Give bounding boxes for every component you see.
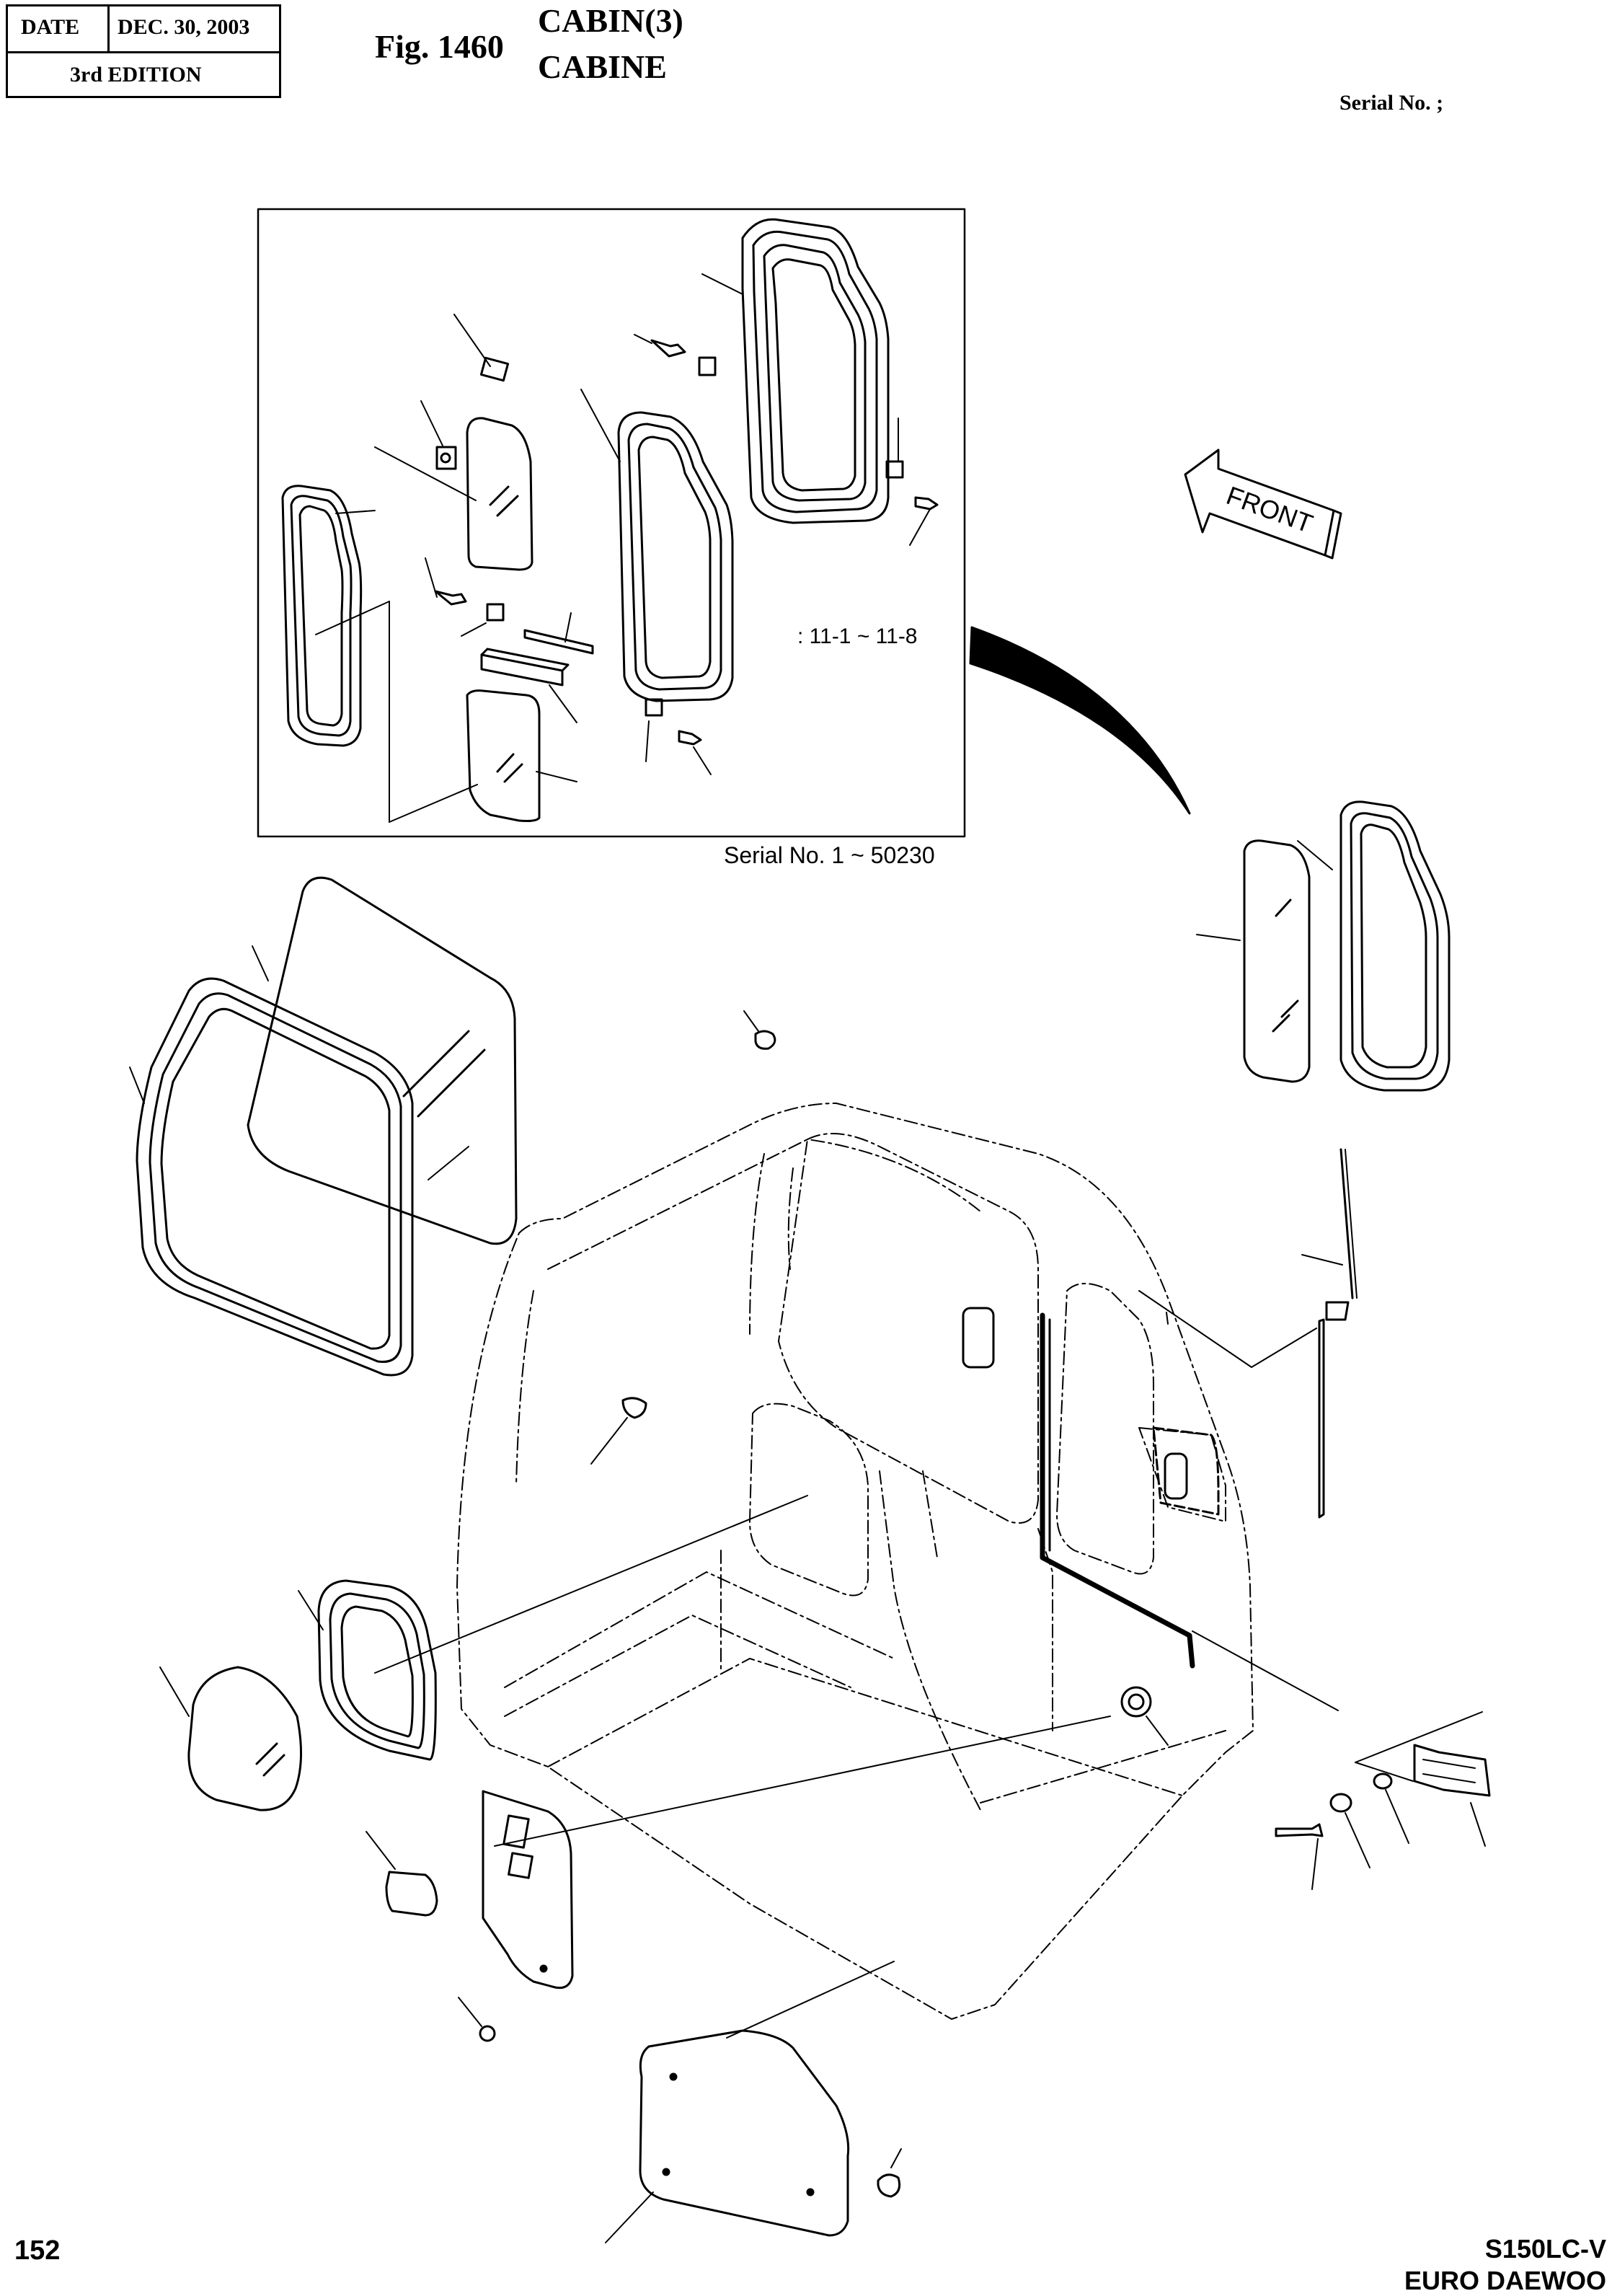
cable-grommet (1120, 1686, 1152, 1718)
detail-pointer-arrow (969, 626, 1191, 815)
edition-label: 3rd EDITION (70, 63, 202, 87)
inset-frame (257, 208, 966, 838)
front-window-rubber (136, 977, 414, 1377)
header-divider-vertical (107, 6, 110, 51)
figure-title-fr: CABINE (538, 48, 667, 85)
inset-small-glass (466, 417, 533, 571)
inset-serial-range: Serial No. 1 ~ 50230 (724, 842, 935, 868)
interior-lamp (962, 1307, 995, 1369)
rear-cover-plate (482, 1790, 574, 1990)
page-number: 152 (14, 2235, 61, 2266)
header-box: DATE DEC. 30, 2003 3rd EDITION (6, 4, 281, 98)
inset-leaders (315, 273, 931, 823)
inset-bars (480, 629, 594, 686)
right-window-rubber (1339, 800, 1451, 1092)
model-name: S150LC-V (1484, 2234, 1606, 2264)
inset-fasteners (434, 339, 939, 746)
inset-window-rubber-large (741, 218, 890, 524)
right-window-glass (1243, 839, 1311, 1083)
front-arrow (1184, 449, 1342, 560)
side-switch-panel (1152, 1426, 1220, 1516)
header-divider-horizontal (8, 51, 279, 53)
rear-lamp-cover (385, 1871, 438, 1917)
front-glass (247, 876, 518, 1245)
lock-leaders (1192, 1630, 1486, 1890)
cabin-body (456, 1103, 1254, 2020)
figure-title-en: CABIN(3) (538, 2, 683, 39)
rear-screw (479, 2025, 496, 2042)
panel-screw (877, 2148, 902, 2198)
wiring-harness (1040, 1312, 1195, 1669)
figure-number: Fig. 1460 (375, 28, 504, 65)
roof-grommet (754, 1030, 776, 1050)
inset-left-window-rubber (281, 485, 363, 747)
inset-lower-glass (466, 689, 541, 822)
antenna (1318, 1148, 1358, 1519)
side-plug (621, 1397, 647, 1419)
date-label: DATE (21, 15, 80, 39)
door-lock-assembly (1275, 1744, 1491, 1837)
side-window-rubber-lower (317, 1579, 437, 1761)
lower-back-panel (639, 2029, 850, 2237)
inset-part-note: : 11-1 ~ 11-8 (797, 624, 918, 648)
front-arrow-label: FRONT (1223, 480, 1317, 539)
brand-name: EURO DAEWOO (1404, 2266, 1606, 2295)
serial-label: Serial No. ; (1339, 91, 1444, 115)
date-value: DEC. 30, 2003 (118, 15, 250, 39)
side-glass-lower (187, 1666, 303, 1811)
